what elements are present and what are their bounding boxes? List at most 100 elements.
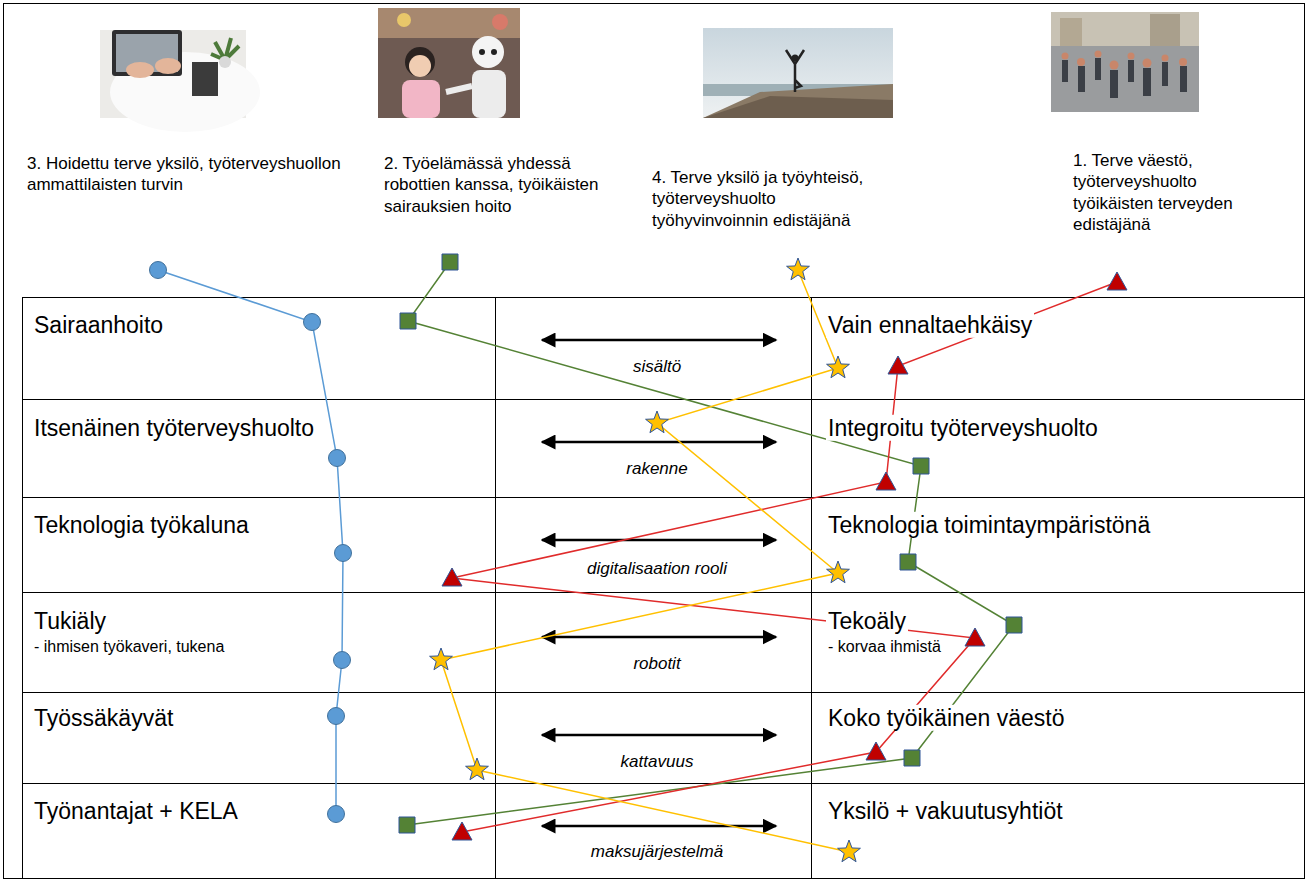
girl-face xyxy=(409,55,431,77)
dimension-label-text: rakenne xyxy=(624,459,689,479)
shop-lights xyxy=(378,8,520,38)
dimension-label: rakenne xyxy=(624,459,689,479)
double-arrow xyxy=(542,636,776,639)
double-arrow xyxy=(542,539,776,542)
triangle-marker xyxy=(965,628,985,646)
square-marker xyxy=(399,817,415,833)
photo-sky xyxy=(703,28,893,118)
triangle-marker xyxy=(442,568,462,586)
row-left-label-text: Itsenäinen työterveyshuolto xyxy=(32,415,316,441)
scenario-caption: 3. Hoidettu terve yksilö, työterveyshuol… xyxy=(27,153,357,196)
scenario-caption-text: 3. Hoidettu terve yksilö, työterveyshuol… xyxy=(27,153,357,196)
robot-eye xyxy=(479,49,485,55)
star-marker xyxy=(827,561,850,583)
head xyxy=(1095,51,1102,58)
crowd-heads xyxy=(1062,51,1188,70)
double-arrow xyxy=(542,825,776,828)
row-right-label-text: Koko työikäinen väestö xyxy=(826,705,1067,731)
outer-frame xyxy=(4,4,1305,879)
column-line xyxy=(495,297,496,879)
row-right-label-text: Teknologia toimintaympäristönä xyxy=(826,512,1152,538)
row-left-label: Teknologia työkaluna xyxy=(32,512,251,538)
light xyxy=(397,13,411,27)
row-left-sublabel: - ihmisen työkaveri, tukena xyxy=(32,638,226,656)
person xyxy=(1095,58,1101,80)
scenario-3-markers xyxy=(150,262,352,823)
scenario-caption-text: 1. Terve väestö, työterveyshuolto työikä… xyxy=(1073,150,1258,235)
hand xyxy=(126,62,154,78)
star-marker xyxy=(838,840,861,862)
column-line xyxy=(811,297,812,879)
scenario-caption: 1. Terve väestö, työterveyshuolto työikä… xyxy=(1073,150,1258,235)
person xyxy=(1180,66,1187,92)
row-right-label: Koko työikäinen väestö xyxy=(826,705,1067,731)
circle-marker xyxy=(329,450,346,467)
triangle-marker xyxy=(876,472,896,490)
circle-marker xyxy=(335,545,352,562)
scenario-2-path xyxy=(407,262,1014,825)
triangle-marker xyxy=(866,742,886,760)
photo-ground xyxy=(1051,12,1199,112)
row-right-label-text: Vain ennaltaehkäisy xyxy=(826,312,1034,338)
star-marker xyxy=(787,258,810,280)
pier xyxy=(703,84,893,118)
row-line xyxy=(22,692,1304,693)
row-left-label: Työssäkäyvät xyxy=(32,705,175,731)
row-right-label: Teknologia toimintaympäristönä xyxy=(826,512,1152,538)
star-marker xyxy=(430,648,453,670)
girl-jacket xyxy=(402,80,440,118)
person xyxy=(1162,62,1168,86)
circle-marker xyxy=(328,806,345,823)
triangle-marker xyxy=(1107,272,1127,290)
square-marker xyxy=(900,554,916,570)
star-marker xyxy=(827,356,850,378)
girl-hair xyxy=(405,47,435,77)
scenario-1-markers xyxy=(442,272,1127,840)
dimension-arrows xyxy=(542,340,776,826)
person xyxy=(1143,68,1151,96)
star-marker xyxy=(466,758,489,780)
notebook xyxy=(192,62,218,96)
head xyxy=(1143,59,1152,68)
person xyxy=(1128,60,1134,82)
dimension-label: robotit xyxy=(631,654,682,674)
row-right-label: Yksilö + vakuutusyhtiöt xyxy=(826,798,1065,824)
dimension-label: digitalisaation rooli xyxy=(585,559,729,579)
double-arrow xyxy=(542,734,776,737)
scenario-3-path xyxy=(158,270,343,814)
light xyxy=(492,14,508,30)
dimension-label: kattavuus xyxy=(619,752,696,772)
row-right-label-text: Tekoäly xyxy=(826,608,908,634)
circle-marker xyxy=(328,708,345,725)
row-right-label-text: Yksilö + vakuutusyhtiöt xyxy=(826,798,1065,824)
row-left-label: Itsenäinen työterveyshuolto xyxy=(32,415,316,441)
head xyxy=(1062,53,1069,60)
robot-head xyxy=(472,36,504,68)
robot-body xyxy=(472,70,506,118)
dimension-label: sisältö xyxy=(631,357,683,377)
column-line xyxy=(22,297,23,879)
row-left-label: Tukiäly xyxy=(32,608,108,634)
scenario-caption-text: 4. Terve yksilö ja työyhteisö, työtervey… xyxy=(652,167,892,231)
circle-marker xyxy=(334,652,351,669)
row-line xyxy=(22,297,1304,298)
square-marker xyxy=(400,313,416,329)
robot-eye xyxy=(491,49,497,55)
double-arrow xyxy=(542,441,776,444)
row-right-sublabel: - korvaa ihmistä xyxy=(826,638,943,656)
person xyxy=(1110,70,1118,98)
star-marker xyxy=(646,411,669,433)
row-line xyxy=(22,497,1304,498)
building xyxy=(1060,18,1082,46)
dimension-label: maksujärjestelmä xyxy=(589,842,725,862)
photo-laptop xyxy=(100,30,260,132)
dimension-label-text: digitalisaation rooli xyxy=(585,559,729,579)
triangle-marker xyxy=(452,822,472,840)
triangle-marker xyxy=(888,356,908,374)
dimension-label-text: robotit xyxy=(631,654,682,674)
square-marker xyxy=(1006,617,1022,633)
row-right-label: Integroitu työterveyshuolto xyxy=(826,415,1100,441)
figure-body xyxy=(786,50,804,92)
row-right-label-text: Integroitu työterveyshuolto xyxy=(826,415,1100,441)
